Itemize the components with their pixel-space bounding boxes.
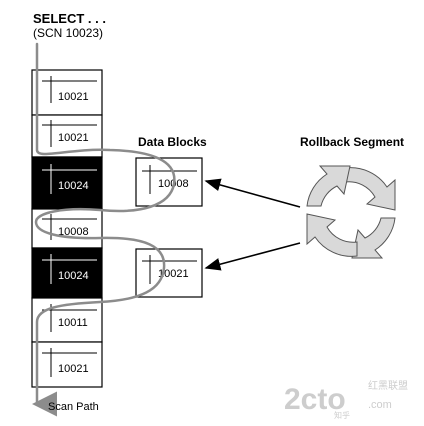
table-block: 10021	[31, 69, 103, 116]
block-scn-label: 10024	[58, 180, 89, 192]
rollback-segment-label: Rollback Segment	[300, 135, 404, 149]
watermark-cjk-text: 红黑联盟	[368, 379, 408, 392]
scan-path	[32, 42, 176, 417]
data-block-scn-label: 10021	[158, 268, 189, 280]
block-scn-label: 10011	[58, 317, 88, 329]
block-scn-label: 10021	[58, 91, 89, 103]
block-scn-label: 10021	[58, 132, 89, 144]
block-scn-label: 10008	[58, 226, 89, 238]
rollback-cycle-icon	[306, 165, 396, 259]
table-block-highlighted: 10024	[31, 247, 103, 299]
watermark-sub-text: 知乎	[334, 410, 350, 420]
rollback-to-block-arrow	[204, 178, 301, 208]
rollback-to-block-arrow	[204, 242, 301, 271]
table-block-column: 10021 10021 10024 10008 10024	[31, 69, 103, 388]
scan-path-label: Scan Path	[48, 401, 99, 413]
watermark-logo-text: 2cto	[284, 383, 346, 416]
table-block: 10021	[31, 341, 103, 388]
table-block: 10021	[31, 114, 103, 158]
data-blocks-label: Data Blocks	[138, 135, 207, 149]
watermark-logo: 2cto 红黑联盟 .com 知乎	[284, 379, 408, 420]
block-scn-label: 10024	[58, 270, 89, 282]
data-block: 10021	[135, 248, 203, 298]
block-scn-label: 10021	[58, 363, 89, 375]
query-scn-text: (SCN 10023)	[33, 26, 103, 40]
query-select-text: SELECT . . .	[33, 11, 106, 26]
table-block-highlighted: 10024	[31, 156, 103, 210]
watermark-suffix-text: .com	[368, 399, 392, 411]
